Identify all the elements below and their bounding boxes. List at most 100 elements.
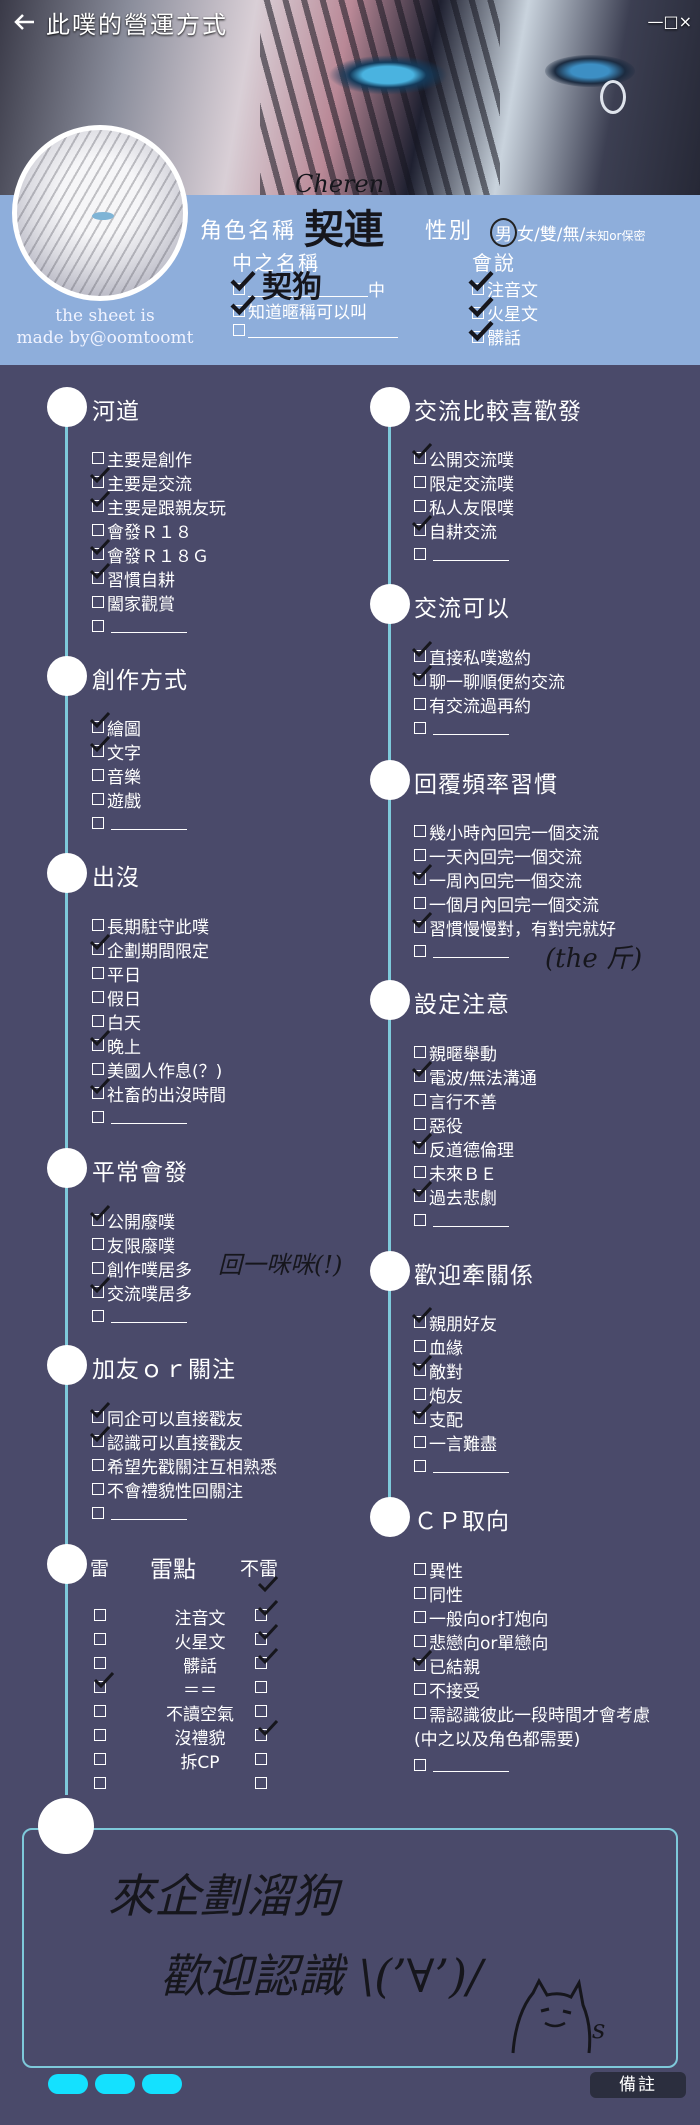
checkbox[interactable] [414,524,426,536]
checkbox[interactable] [92,1286,104,1298]
pill-button-3[interactable] [142,2074,182,2094]
checkbox[interactable] [414,1635,426,1647]
checkbox[interactable] [472,282,484,295]
checkbox[interactable] [414,1094,426,1106]
checkbox[interactable] [92,1435,104,1447]
window-controls[interactable]: —□× [647,12,692,31]
blank-line[interactable] [111,1309,187,1323]
thunder-checkbox[interactable] [94,1657,106,1669]
checkbox[interactable] [414,674,426,686]
checkbox[interactable] [92,1483,104,1495]
checkbox[interactable] [92,476,104,488]
blank-line[interactable] [111,1506,187,1520]
checkbox[interactable] [414,722,426,734]
checkbox[interactable] [414,897,426,909]
checkbox[interactable] [414,1340,426,1352]
checkbox[interactable] [414,921,426,933]
checkbox[interactable] [92,1459,104,1471]
checkbox[interactable] [92,1238,104,1250]
checkbox[interactable] [414,1070,426,1082]
checkbox[interactable] [414,1412,426,1424]
checkbox[interactable] [92,1411,104,1423]
checkbox[interactable] [414,1166,426,1178]
thunder-checkbox[interactable] [94,1609,106,1621]
checkbox[interactable] [92,967,104,979]
checkbox[interactable] [414,1611,426,1623]
pill-button-2[interactable] [95,2074,135,2094]
checkbox[interactable] [233,282,245,295]
checkbox[interactable] [92,572,104,584]
note-button[interactable]: 備註 [590,2072,686,2098]
checkbox[interactable] [414,1659,426,1671]
checkbox[interactable] [414,849,426,861]
checkbox[interactable] [92,793,104,805]
checkbox[interactable] [414,1460,426,1472]
not-thunder-checkbox[interactable] [255,1705,267,1717]
checkbox[interactable] [92,620,104,632]
blank-line[interactable] [111,619,187,633]
checkbox[interactable] [92,721,104,733]
memo-box[interactable] [22,1828,678,2068]
checkbox[interactable] [92,1310,104,1322]
checkbox[interactable] [414,1388,426,1400]
checkbox[interactable] [414,698,426,710]
checkbox[interactable] [233,304,245,317]
checkbox[interactable] [414,1118,426,1130]
checkbox[interactable] [414,1707,426,1719]
checkbox[interactable] [414,1190,426,1202]
checkbox[interactable] [414,500,426,512]
checkbox[interactable] [92,817,104,829]
checkbox[interactable] [92,745,104,757]
checkbox[interactable] [414,1587,426,1599]
checkbox[interactable] [414,873,426,885]
blank-line[interactable] [111,816,187,830]
checkbox[interactable] [414,1316,426,1328]
checkbox[interactable] [92,943,104,955]
thunder-checkbox[interactable] [94,1777,106,1789]
thunder-checkbox[interactable] [94,1705,106,1717]
checkbox[interactable] [92,452,104,464]
checkbox[interactable] [414,1364,426,1376]
not-thunder-checkbox[interactable] [255,1753,267,1765]
pill-button-1[interactable] [48,2074,88,2094]
thunder-checkbox[interactable] [94,1753,106,1765]
checkbox[interactable] [92,1111,104,1123]
checkbox[interactable] [414,1142,426,1154]
checkbox[interactable] [414,1214,426,1226]
thunder-checkbox[interactable] [94,1729,106,1741]
checkbox[interactable] [92,1507,104,1519]
checkbox[interactable] [414,1759,426,1771]
checkbox[interactable] [92,500,104,512]
gender-selected[interactable]: 男 [490,218,517,247]
checkbox[interactable] [92,596,104,608]
back-arrow-icon[interactable] [12,10,36,34]
checkbox[interactable] [414,476,426,488]
checkbox[interactable] [414,1436,426,1448]
checkbox[interactable] [92,1214,104,1226]
thunder-checkbox[interactable] [94,1633,106,1645]
checkbox[interactable] [414,548,426,560]
checkbox[interactable] [233,324,245,336]
blank-line[interactable] [111,1110,187,1124]
checkbox[interactable] [92,524,104,536]
blank-line[interactable] [433,1758,509,1772]
checkbox[interactable] [92,1087,104,1099]
checkbox[interactable] [92,919,104,931]
checkbox[interactable] [92,1063,104,1075]
checkbox[interactable] [92,548,104,560]
checkbox[interactable] [414,825,426,837]
thunder-checkbox[interactable] [94,1681,106,1693]
checkbox[interactable] [414,1563,426,1575]
checkbox[interactable] [92,991,104,1003]
checkbox[interactable] [414,945,426,957]
checkbox[interactable] [414,650,426,662]
checkbox[interactable] [414,1046,426,1058]
not-thunder-checkbox[interactable] [255,1777,267,1789]
checkbox[interactable] [92,1262,104,1274]
not-thunder-checkbox[interactable] [255,1681,267,1693]
checkbox[interactable] [92,769,104,781]
checkbox[interactable] [414,1683,426,1695]
checkbox[interactable] [92,1039,104,1051]
checkbox[interactable] [92,1015,104,1027]
blank-line[interactable] [433,1213,509,1227]
